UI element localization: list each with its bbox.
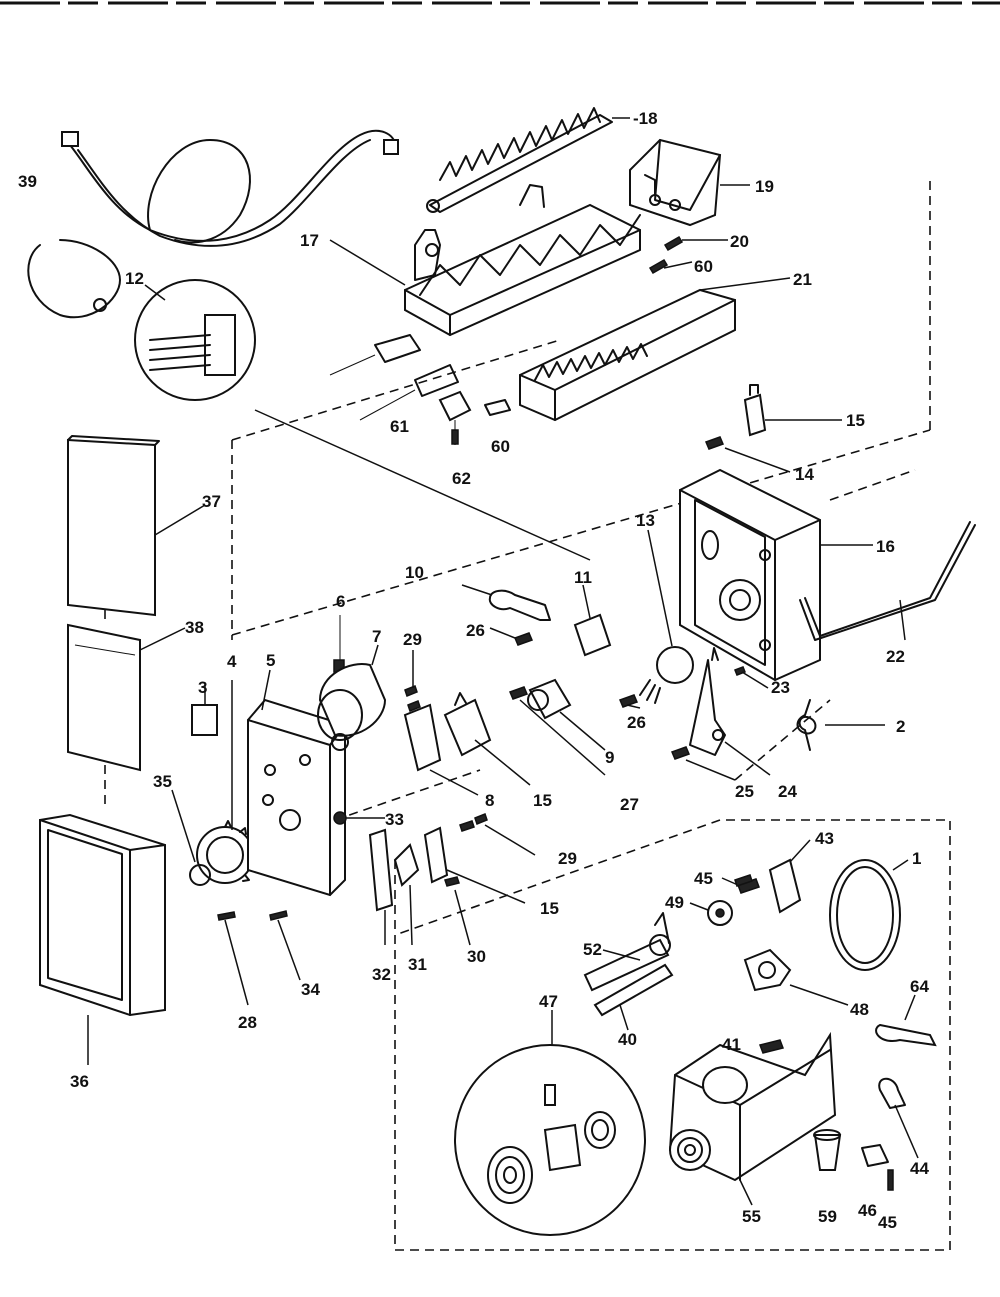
callout-23: 23 [771,678,790,697]
switches [403,650,606,796]
water-valve-group [583,839,937,1206]
callout-35: 35 [153,772,172,791]
callout-40: 40 [618,1030,637,1049]
callout-38: 38 [185,618,204,637]
callout-32: 32 [372,965,391,984]
callout-15-lower: 15 [540,899,559,918]
ice-mold [329,184,641,421]
callout-41: 41 [722,1035,741,1054]
callout-14: 14 [795,465,814,484]
callout-29-lower: 29 [558,849,577,868]
callout-36: 36 [70,1072,89,1091]
connector-detail [134,279,591,561]
fill-cup [519,277,791,422]
callout-8: 8 [485,791,494,810]
callout-27: 27 [620,795,639,814]
callout-45-upper: 45 [694,869,713,888]
callout-62: 62 [452,469,471,488]
mounting-plate [247,669,385,981]
callout-13: 13 [636,511,655,530]
callout-48: 48 [850,1000,869,1019]
callout-2: 2 [896,717,905,736]
callout-labels: 1 2 3 4 5 6 7 8 9 10 11 12 13 14 15 15 1… [18,109,929,1232]
callout-7: 7 [372,627,381,646]
callout-22: 22 [886,647,905,666]
callout-31: 31 [408,955,427,974]
callout-15-upper: 15 [846,411,865,430]
thermostat [618,529,694,709]
small-switch [704,384,842,473]
lower-switch-parts [368,813,536,946]
screws-20-60 [648,235,728,275]
callout-55: 55 [742,1207,761,1226]
callout-1: 1 [912,849,921,868]
callout-47: 47 [539,992,558,1011]
gear-assembly [171,680,259,1006]
thermostat-clips [438,390,511,445]
callout-6: 6 [336,592,345,611]
callout-59: 59 [818,1207,837,1226]
callout-21: 21 [793,270,812,289]
callout-49: 49 [665,893,684,912]
callout-3: 3 [198,678,207,697]
callout-29-upper: 29 [403,630,422,649]
callout-60-lower: 60 [491,437,510,456]
callout-17: 17 [300,231,319,250]
callout-4: 4 [227,652,237,671]
callout-28: 28 [238,1013,257,1032]
callout-34: 34 [301,980,320,999]
feeler-arm [799,521,976,641]
callout-26-right: 26 [627,713,646,732]
callout-33: 33 [385,810,404,829]
callout-61: 61 [390,417,409,436]
callout-64: 64 [910,977,929,996]
callout-45-lower: 45 [878,1213,897,1232]
linkage-parts [461,584,612,751]
callout-46: 46 [858,1201,877,1220]
valve-detail-circle [454,1010,646,1236]
dashed-guide-lines [104,180,951,1251]
callout-9: 9 [605,748,614,767]
panels-and-box [39,435,206,1065]
callout-52: 52 [583,940,602,959]
wire-harness [27,129,399,319]
callout-25: 25 [735,782,754,801]
callout-30: 30 [467,947,486,966]
shutoff-lever [670,647,771,781]
housing [679,468,873,682]
callout-12: 12 [125,269,144,288]
callout-19: 19 [755,177,774,196]
ejector [426,107,630,213]
callout-37: 37 [202,492,221,511]
callout-44: 44 [910,1159,929,1178]
motor [317,615,387,751]
callout-18: -18 [633,109,658,128]
callout-39: 39 [18,172,37,191]
callout-43: 43 [815,829,834,848]
callout-10: 10 [405,563,424,582]
mold-cover [629,138,750,227]
callout-15-middle: 15 [533,791,552,810]
callout-26-left: 26 [466,621,485,640]
callout-20: 20 [730,232,749,251]
spring [796,699,885,751]
callout-5: 5 [266,651,275,670]
callout-60-upper: 60 [694,257,713,276]
callout-11: 11 [574,568,592,587]
callout-16: 16 [876,537,895,556]
callout-24: 24 [778,782,797,801]
